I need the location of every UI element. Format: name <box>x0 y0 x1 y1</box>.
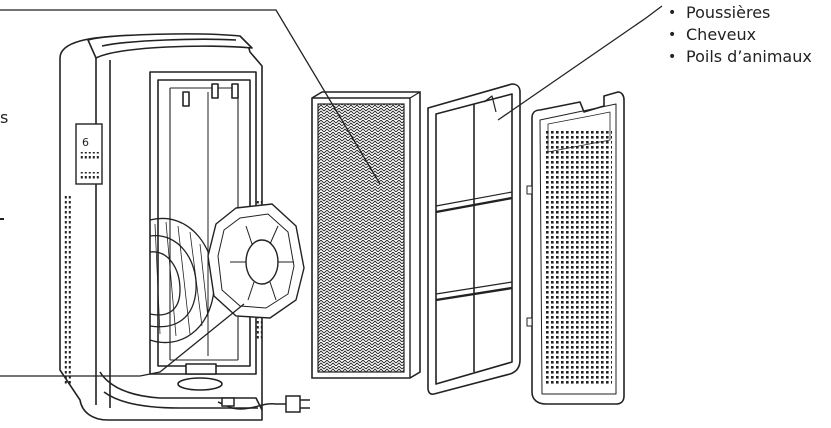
leader-lines <box>0 5 663 377</box>
leader-line-bottom <box>0 303 245 377</box>
list-item: • Poussières <box>664 2 812 24</box>
svg-text:6: 6 <box>82 136 89 149</box>
bullet-icon: • <box>668 5 677 21</box>
pre-filter-captures-list: • Poussières • Cheveux • Poils d’animaux <box>664 2 812 68</box>
purifier-body <box>59 33 263 421</box>
list-item: • Poils d’animaux <box>664 46 812 68</box>
hepa-filter <box>311 91 421 379</box>
pre-filter <box>427 83 521 395</box>
control-panel-icon: 6 <box>75 123 103 185</box>
leader-line-right <box>497 5 663 121</box>
bullet-icon: • <box>668 27 677 43</box>
power-cord <box>217 395 310 413</box>
side-vent-grill <box>64 196 72 386</box>
list-item-label: Cheveux <box>686 25 757 44</box>
front-cover <box>526 91 625 405</box>
cropped-label-fragment: s <box>0 108 9 127</box>
list-item-label: Poussières <box>686 3 771 22</box>
bullet-icon: • <box>668 49 677 65</box>
list-item: • Cheveux <box>664 24 812 46</box>
cropped-dash-fragment <box>0 218 4 220</box>
list-item-label: Poils d’animaux <box>686 47 812 66</box>
leader-line-top <box>0 9 381 185</box>
fan-cover-clip <box>207 203 305 319</box>
